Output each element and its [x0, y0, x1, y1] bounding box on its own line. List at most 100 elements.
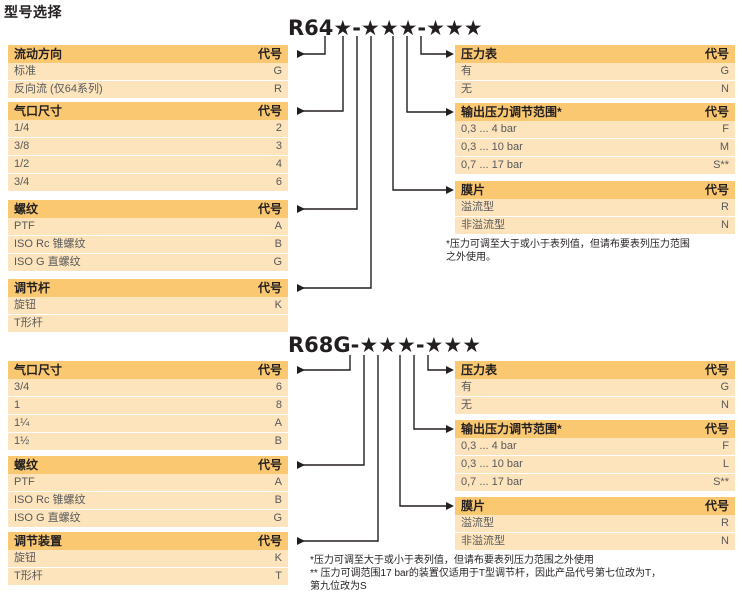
table-row: 0,3 ... 10 bar L — [455, 455, 735, 474]
row-label: 标准 — [8, 63, 216, 81]
row-label: ISO G 直螺纹 — [8, 253, 216, 271]
row-code: 3 — [216, 137, 288, 156]
row-label: ISO G 直螺纹 — [8, 509, 216, 527]
table-row: T形杆 — [8, 314, 288, 332]
table-row: 无 N — [455, 396, 735, 414]
row-code: K — [216, 550, 288, 568]
r64-right-table-pressure-gauge: 压力表 代号 有 G 无 N — [455, 45, 735, 98]
row-code: S** — [663, 156, 735, 174]
table-row: 0,3 ... 4 bar F — [455, 438, 735, 456]
table-row: 3/4 6 — [8, 173, 288, 191]
row-label: 无 — [455, 80, 663, 98]
table-row: 溢流型 R — [455, 199, 735, 217]
row-code: A — [216, 218, 288, 236]
table-header-label: 调节杆 — [8, 279, 216, 297]
r64-right-table-diaphragm: 膜片 代号 溢流型 R 非溢流型 N — [455, 181, 735, 234]
row-label: 0,7 ... 17 bar — [455, 473, 663, 491]
r68g-right-table-pressure-gauge: 压力表 代号 有 G 无 N — [455, 361, 735, 414]
row-code: R — [663, 515, 735, 533]
r68g-right-table-diaphragm: 膜片 代号 溢流型 R 非溢流型 N — [455, 497, 735, 550]
row-label: ISO Rc 锥螺纹 — [8, 491, 216, 510]
row-code: N — [663, 532, 735, 550]
table-row: 3/8 3 — [8, 137, 288, 156]
row-label: 溢流型 — [455, 199, 663, 217]
table-header-row: 调节装置 代号 — [8, 532, 288, 550]
row-code: G — [216, 253, 288, 271]
table-row: T形杆 T — [8, 567, 288, 585]
table-header-label: 气口尺寸 — [8, 361, 216, 379]
row-code: F — [663, 438, 735, 456]
r64-right-table-outlet-pressure-range: 输出压力调节范围* 代号 0,3 ... 4 bar F 0,3 ... 10 … — [455, 103, 735, 174]
table-header-label: 压力表 — [455, 361, 663, 379]
table-header-label: 膜片 — [455, 497, 663, 515]
r64-left-table-adjust-lever: 调节杆 代号 旋钮 K T形杆 — [8, 279, 288, 332]
table-header-code: 代号 — [216, 102, 288, 120]
row-code: N — [663, 216, 735, 234]
table-row: 有 G — [455, 63, 735, 81]
table-row: ISO Rc 锥螺纹 B — [8, 491, 288, 510]
table-header-label: 流动方向 — [8, 45, 216, 63]
row-code: 4 — [216, 155, 288, 174]
table-header-row: 输出压力调节范围* 代号 — [455, 103, 735, 121]
table-header-code: 代号 — [216, 532, 288, 550]
row-code: G — [216, 63, 288, 81]
row-code: B — [216, 491, 288, 510]
table-row: 反向流 (仅64系列) R — [8, 80, 288, 98]
table-row: PTF A — [8, 218, 288, 236]
row-label: 有 — [455, 379, 663, 397]
table-header-code: 代号 — [216, 45, 288, 63]
table-row: 0,7 ... 17 bar S** — [455, 473, 735, 491]
row-label: 3/4 — [8, 379, 216, 397]
table-row: 1/4 2 — [8, 120, 288, 138]
table-header-label: 气口尺寸 — [8, 102, 216, 120]
row-label: 3/8 — [8, 137, 216, 156]
r68g-left-table-thread: 螺纹 代号 PTF A ISO Rc 锥螺纹 B ISO G 直螺纹 G — [8, 456, 288, 527]
table-header-code: 代号 — [216, 361, 288, 379]
table-header-code: 代号 — [663, 45, 735, 63]
table-header-label: 调节装置 — [8, 532, 216, 550]
table-row: ISO G 直螺纹 G — [8, 253, 288, 271]
row-label: 溢流型 — [455, 515, 663, 533]
table-header-row: 压力表 代号 — [455, 361, 735, 379]
table-row: 标准 G — [8, 63, 288, 81]
table-row: 无 N — [455, 80, 735, 98]
row-label: 0,3 ... 4 bar — [455, 438, 663, 456]
table-header-row: 螺纹 代号 — [8, 200, 288, 218]
table-header-code: 代号 — [663, 420, 735, 438]
row-code: B — [216, 235, 288, 254]
row-label: 1 — [8, 396, 216, 415]
table-header-row: 气口尺寸 代号 — [8, 361, 288, 379]
table-header-code: 代号 — [663, 181, 735, 199]
r68g-left-table-adjust-device: 调节装置 代号 旋钮 K T形杆 T — [8, 532, 288, 585]
row-code: B — [216, 432, 288, 450]
row-label: 3/4 — [8, 173, 216, 191]
row-code: M — [663, 138, 735, 157]
r64-left-table-thread: 螺纹 代号 PTF A ISO Rc 锥螺纹 B ISO G 直螺纹 G — [8, 200, 288, 271]
row-label: 1/2 — [8, 155, 216, 174]
row-label: PTF — [8, 474, 216, 492]
row-label: 0,3 ... 10 bar — [455, 455, 663, 474]
table-row: 3/4 6 — [8, 379, 288, 397]
table-row: 1¼ A — [8, 414, 288, 433]
row-code: R — [663, 199, 735, 217]
row-label: ISO Rc 锥螺纹 — [8, 235, 216, 254]
table-header-code: 代号 — [663, 103, 735, 121]
table-header-label: 输出压力调节范围* — [455, 103, 663, 121]
row-code: 8 — [216, 396, 288, 415]
table-row: 旋钮 K — [8, 297, 288, 315]
row-code: N — [663, 80, 735, 98]
row-code: R — [216, 80, 288, 98]
table-row: PTF A — [8, 474, 288, 492]
row-label: 非溢流型 — [455, 532, 663, 550]
table-row: ISO Rc 锥螺纹 B — [8, 235, 288, 254]
row-code: L — [663, 455, 735, 474]
table-header-row: 气口尺寸 代号 — [8, 102, 288, 120]
row-label: 有 — [455, 63, 663, 81]
table-row: 旋钮 K — [8, 550, 288, 568]
row-code — [216, 314, 288, 332]
table-row: 0,3 ... 10 bar M — [455, 138, 735, 157]
row-label: 0,3 ... 4 bar — [455, 121, 663, 139]
table-header-label: 压力表 — [455, 45, 663, 63]
code-pattern-r68g: R68G-★★★-★★★ — [288, 333, 482, 357]
